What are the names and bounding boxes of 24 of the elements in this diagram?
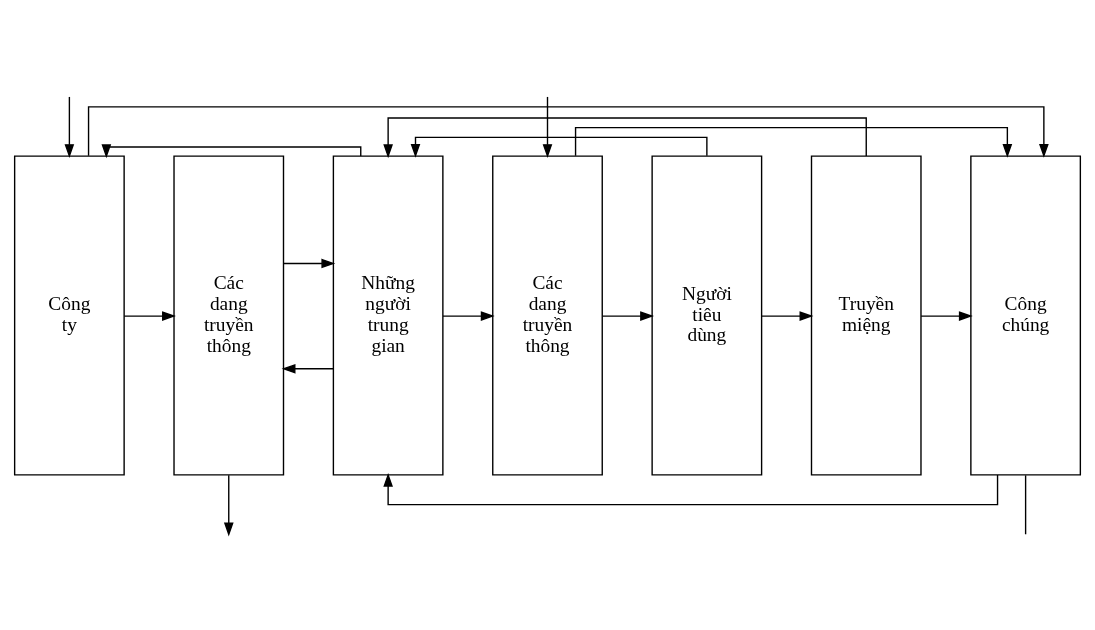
- arrow: [761, 310, 814, 321]
- node-box: Người tiêu dùng: [651, 154, 763, 476]
- arrow: [542, 95, 553, 158]
- arrow: [383, 116, 867, 158]
- node-box: Các dang truyền thông: [492, 154, 603, 476]
- arrow: [282, 258, 336, 268]
- node-box: Công chúng: [970, 154, 1082, 476]
- node-box: Truyền miệng: [810, 154, 922, 476]
- arrow: [920, 310, 973, 321]
- arrow: [383, 472, 999, 505]
- node-box: Công ty: [13, 154, 125, 476]
- arrow: [281, 363, 334, 374]
- arrow: [574, 126, 1013, 158]
- arrow: [601, 310, 655, 321]
- node-box: Các dang truyền thông: [173, 154, 285, 476]
- arrow: [410, 136, 708, 158]
- arrow: [87, 105, 1049, 158]
- arrow: [64, 95, 75, 158]
- connector: [1024, 474, 1027, 535]
- arrow: [223, 474, 234, 536]
- arrow: [442, 310, 495, 321]
- node-box: Những người trung gian: [332, 154, 444, 476]
- arrow: [123, 310, 176, 321]
- arrow: [101, 143, 362, 158]
